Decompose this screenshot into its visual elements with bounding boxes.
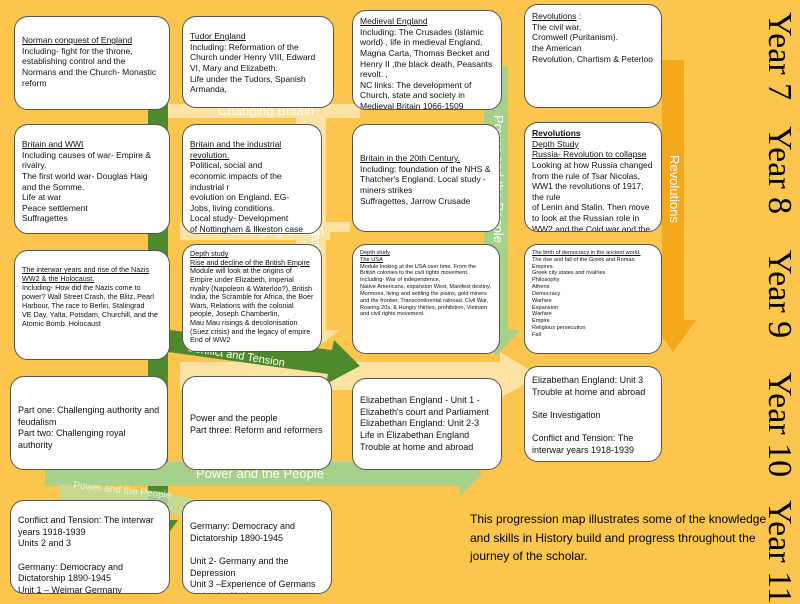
card-body: Elizabethan England - Unit 1 - Elizabeth…	[360, 395, 489, 452]
card-usa-depth-study: Depth study The USA Module looking at th…	[352, 244, 500, 354]
year-9-label: Year 9	[761, 250, 798, 339]
card-body: Including causes of war- Empire & rivalr…	[22, 149, 151, 224]
year-10-label: Year 10	[761, 372, 798, 478]
card-title: Tudor England	[190, 31, 246, 41]
card-title: Depth study	[190, 249, 229, 258]
card-title: The birth of democracy in the ancient wo…	[532, 250, 641, 256]
card-body: Part one: Challenging authority and feud…	[18, 405, 160, 451]
card-medieval-england: Medieval England Including: The Crusades…	[352, 10, 502, 110]
card-body: Elizabethan England: Unit 3 Trouble at h…	[532, 375, 646, 456]
card-title: The interwar years and rise of the Nazis…	[22, 265, 150, 283]
card-britain-wwi: Britain and WWI Including causes of war-…	[14, 124, 170, 234]
card-germany-democracy: Germany: Democracy and Dictatorship 1890…	[182, 500, 332, 594]
card-body: Looking at how Russia changed from the r…	[532, 159, 653, 232]
year-7-label: Year 7	[761, 12, 798, 101]
revolutions-vertical-arrow	[650, 60, 696, 352]
card-british-empire: Depth study Rise and decline of the Brit…	[182, 244, 322, 352]
card-challenging-authority: Part one: Challenging authority and feud…	[10, 376, 168, 470]
card-revolutions-y7: Revolutions : The civil war, Cromwell (P…	[524, 4, 662, 108]
card-body: Including- fight for the throne, establi…	[22, 45, 157, 88]
card-body: Including: The Crusades (Islamic world) …	[360, 26, 493, 110]
card-title: Britain in the 20th Century.	[360, 153, 461, 163]
card-norman-conquest: Norman conquest of England Including- fi…	[14, 16, 170, 110]
card-subtitle-2: Russia- Revolution to collapse	[532, 149, 647, 160]
card-body: Module looking at the USA over time. Fro…	[360, 263, 491, 318]
card-body: Political, social and economic impacts o…	[190, 160, 303, 234]
card-body: Module will look at the origins of Empir…	[190, 266, 314, 345]
card-title: Depth study	[360, 250, 390, 256]
card-birth-of-democracy: The birth of democracy in the ancient wo…	[524, 244, 662, 354]
card-russia-revolutions: Revolutions Depth Study Russia- Revoluti…	[524, 122, 662, 232]
card-body: Power and the people Part three: Reform …	[190, 413, 323, 435]
card-subtitle: Depth Study	[532, 138, 579, 149]
card-title: Revolutions	[532, 11, 577, 21]
summary-text: This progression map illustrates some of…	[470, 512, 767, 564]
card-title: Medieval England	[360, 16, 428, 26]
card-elizabethan-units: Elizabethan England - Unit 1 - Elizabeth…	[352, 378, 502, 470]
card-body: : The civil war, Cromwell (Puritanism). …	[532, 11, 653, 64]
card-title: Revolutions	[532, 128, 581, 138]
card-body: Including: foundation of the NHS & Thatc…	[360, 163, 491, 206]
card-interwar-nazis: The interwar years and rise of the Nazis…	[14, 250, 170, 360]
revolutions-vertical-label: Revolutions	[667, 155, 682, 223]
card-body: The rise and fall of the Greek and Roman…	[532, 256, 635, 338]
card-title: Britain and WWI	[22, 139, 84, 149]
card-body: Germany: Democracy and Dictatorship 1890…	[190, 521, 316, 593]
card-body: Conflict and Tension: The interwar years…	[18, 515, 154, 594]
year-8-label: Year 8	[761, 126, 798, 215]
card-industrial-revolution: Britain and the industrial revolution. P…	[182, 124, 322, 234]
card-title: Britain and the industrial revolution.	[190, 139, 282, 160]
card-britain-20th-century: Britain in the 20th Century. Including: …	[352, 124, 500, 232]
card-elizabethan-unit3: Elizabethan England: Unit 3 Trouble at h…	[524, 366, 662, 462]
card-body: Including- How did the Nazis come to pow…	[22, 283, 158, 328]
card-subtitle: Rise and decline of the British Empire	[190, 257, 310, 267]
card-tudor-england: Tudor England Including: Reformation of …	[182, 16, 334, 108]
card-body: Including: Reformation of the Church und…	[190, 41, 316, 95]
card-subtitle: The USA	[360, 256, 383, 263]
card-power-and-people: Power and the people Part three: Reform …	[182, 376, 332, 470]
card-title: Norman conquest of England	[22, 35, 133, 45]
card-conflict-tension-y11: Conflict and Tension: The interwar years…	[10, 500, 170, 594]
